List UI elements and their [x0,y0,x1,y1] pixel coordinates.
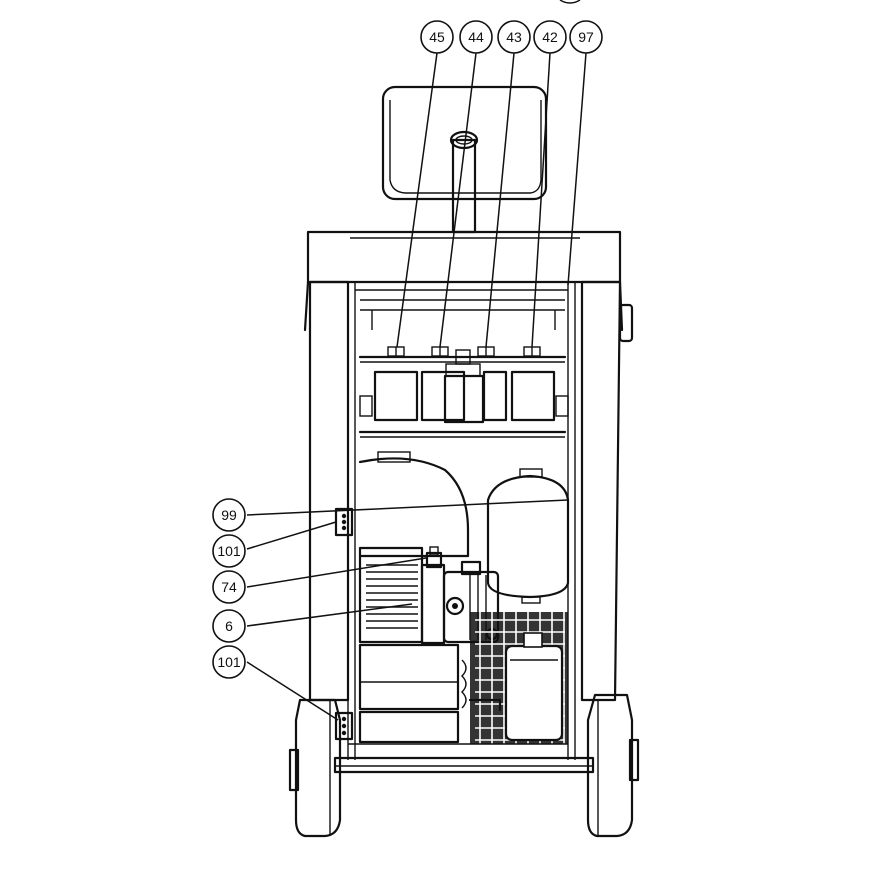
right-wheel [586,693,640,838]
leader-lines [246,52,587,721]
svg-text:6: 6 [225,618,233,634]
callout-101-upper: 101 [212,534,246,568]
left-wheel [288,698,342,838]
top-arc-remnant [559,0,581,4]
callout-99: 99 [212,498,246,532]
callout-45: 45 [420,20,454,54]
valve-44 [431,346,449,357]
callout-97: 97 [569,20,603,54]
svg-text:74: 74 [221,579,237,595]
leader-43 [485,52,515,348]
svg-text:42: 42 [542,29,558,45]
valve-45 [387,346,405,357]
callout-74: 74 [212,570,246,604]
refrigerant-tank-left [358,451,470,558]
filter-canisters [359,370,569,424]
callout-42: 42 [533,20,567,54]
callout-43: 43 [497,20,531,54]
valve-43 [477,346,495,357]
svg-text:97: 97 [578,29,594,45]
leader-101-lower [246,661,339,721]
leader-6 [246,603,413,627]
leader-101-upper [246,521,337,550]
callout-44: 44 [459,20,493,54]
terminal-block-lower [334,711,354,741]
svg-text:99: 99 [221,507,237,523]
cabinet-base [333,743,595,774]
svg-text:101: 101 [217,654,241,670]
svg-text:45: 45 [429,29,445,45]
right-side-panel [567,280,634,760]
display-panel [381,85,548,201]
leader-45 [396,52,438,348]
vacuum-pump [358,546,500,645]
valve-compartment [355,289,568,438]
refrigerant-tank-right [486,468,570,604]
svg-text:101: 101 [217,543,241,559]
terminal-block-upper [334,507,354,537]
lower-module [358,643,502,744]
oil-bottle [504,632,564,742]
leader-44 [439,52,477,348]
leader-42 [531,52,551,348]
svg-text:44: 44 [468,29,484,45]
left-side-panel [308,280,356,760]
valve-42 [523,346,541,357]
callout-101-lower: 101 [212,645,246,679]
leader-74 [246,557,427,588]
leader-97 [567,52,587,286]
callout-6: 6 [212,609,246,643]
leader-99 [246,499,569,516]
svg-text:43: 43 [506,29,522,45]
